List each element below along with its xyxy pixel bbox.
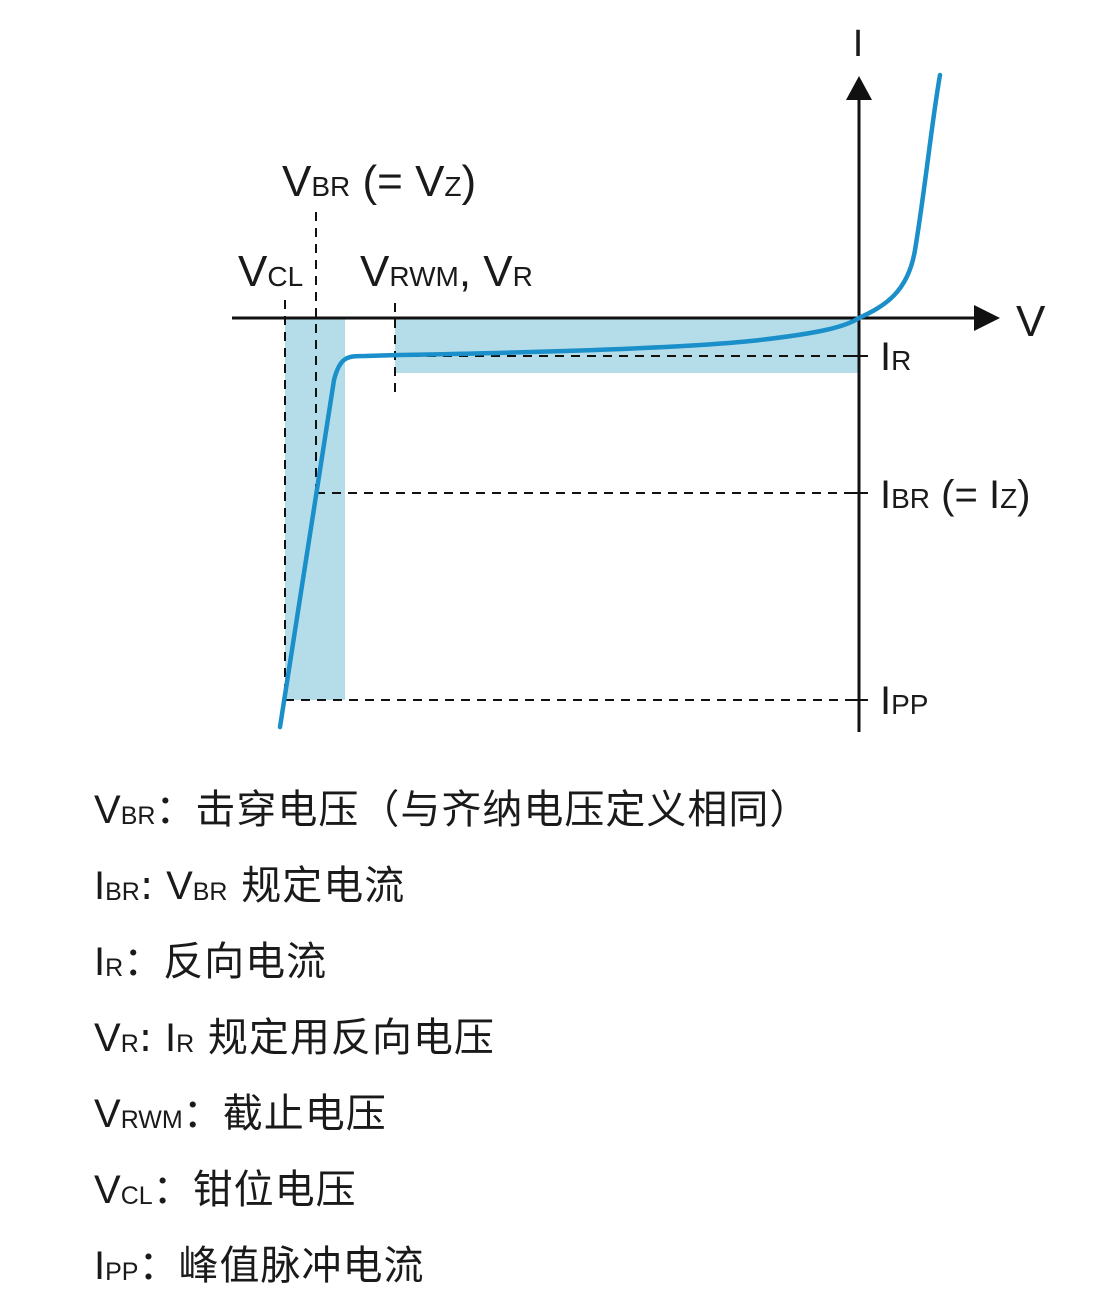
y-axis-arrow (846, 76, 872, 100)
definition-vr: VR: IR 规定用反向电压 (94, 1015, 495, 1061)
x-axis-arrow (974, 305, 1000, 331)
definition-vcl: VCL：钳位电压 (94, 1167, 357, 1213)
x-axis-label: V (1016, 297, 1046, 346)
iv-curve (277, 72, 943, 730)
definition-ir: IR：反向电流 (94, 939, 328, 985)
vrwm-label: VRWM, VR (360, 247, 533, 296)
definition-ipp: IPP：峰值脉冲电流 (94, 1243, 425, 1289)
reference-lines (284, 212, 860, 701)
definition-symbol: VCL (94, 1168, 153, 1212)
y-axis-ticks (852, 355, 868, 701)
ir-label: IR (880, 335, 911, 379)
definition-vbr: VBR：击穿电压（与齐纳电压定义相同） (94, 787, 811, 833)
definition-text: 规定电流 (227, 863, 406, 909)
definition-text: 击穿电压（与齐纳电压定义相同） (195, 787, 811, 833)
standoff-region-shade (395, 318, 860, 373)
definition-symbol: IPP (94, 1244, 139, 1288)
y-axis-label: I (853, 23, 864, 65)
tvs-iv-diagram: I V VBR (= VZ) VCL VRWM, VR IR IBR (= IZ… (232, 23, 1046, 732)
definition-text: 钳位电压 (192, 1167, 357, 1213)
definition-symbol: VR (94, 1016, 139, 1060)
definition-ref-symbol: IR (164, 1016, 195, 1060)
definition-symbol: IBR (94, 864, 140, 908)
definition-symbol: VBR (94, 788, 156, 832)
ipp-label: IPP (880, 679, 928, 723)
definition-symbol: IR (94, 940, 124, 984)
axes (232, 96, 978, 732)
definition-text: 规定用反向电压 (194, 1015, 495, 1061)
definitions-list: VBR：击穿电压（与齐纳电压定义相同） IBR: VBR 规定电流 IR：反向电… (94, 772, 1074, 1304)
vbr-label: VBR (= VZ) (282, 157, 476, 206)
vcl-label: VCL (238, 247, 303, 296)
definition-text: 峰值脉冲电流 (178, 1243, 425, 1289)
definition-text: 反向电流 (163, 939, 328, 985)
definition-vrwm: VRWM：截止电压 (94, 1091, 387, 1137)
definition-symbol: VRWM (94, 1092, 183, 1136)
definition-ref-symbol: VBR (166, 864, 228, 908)
ibr-label: IBR (= IZ) (880, 473, 1031, 517)
definition-ibr: IBR: VBR 规定电流 (94, 863, 406, 909)
definition-text: 截止电压 (222, 1091, 387, 1137)
